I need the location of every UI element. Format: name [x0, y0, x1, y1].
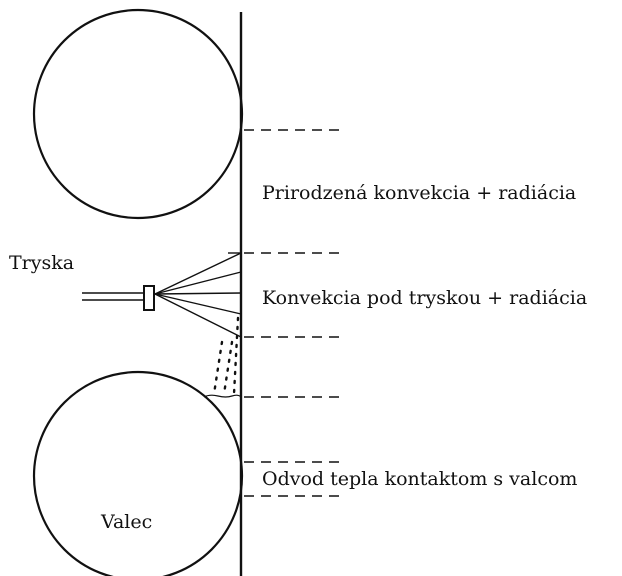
zone-label-natural-convection: Prirodzená konvekcia + radiácia — [262, 182, 576, 204]
droplet-trail — [212, 340, 224, 396]
spray-ray — [154, 293, 242, 315]
nozzle-head — [143, 285, 155, 311]
zone-label-jet-convection: Konvekcia pod tryskou + radiácia — [262, 287, 587, 309]
water-pool-line — [203, 394, 242, 398]
upper-roll — [32, 8, 244, 220]
droplet-trail — [222, 340, 234, 396]
spray-ray — [154, 271, 242, 295]
lower-roll — [32, 370, 244, 576]
roll-label: Valec — [100, 511, 152, 533]
nozzle-label: Tryska — [9, 252, 74, 274]
spray-ray — [154, 293, 242, 338]
spray-ray — [154, 252, 242, 295]
zone-label-roll-contact: Odvod tepla kontaktom s valcom — [262, 468, 577, 490]
water-droplets — [212, 316, 240, 396]
droplet-trail — [232, 316, 240, 396]
nozzle — [82, 285, 155, 311]
spray-ray — [154, 292, 242, 295]
spray-jet — [154, 252, 242, 338]
